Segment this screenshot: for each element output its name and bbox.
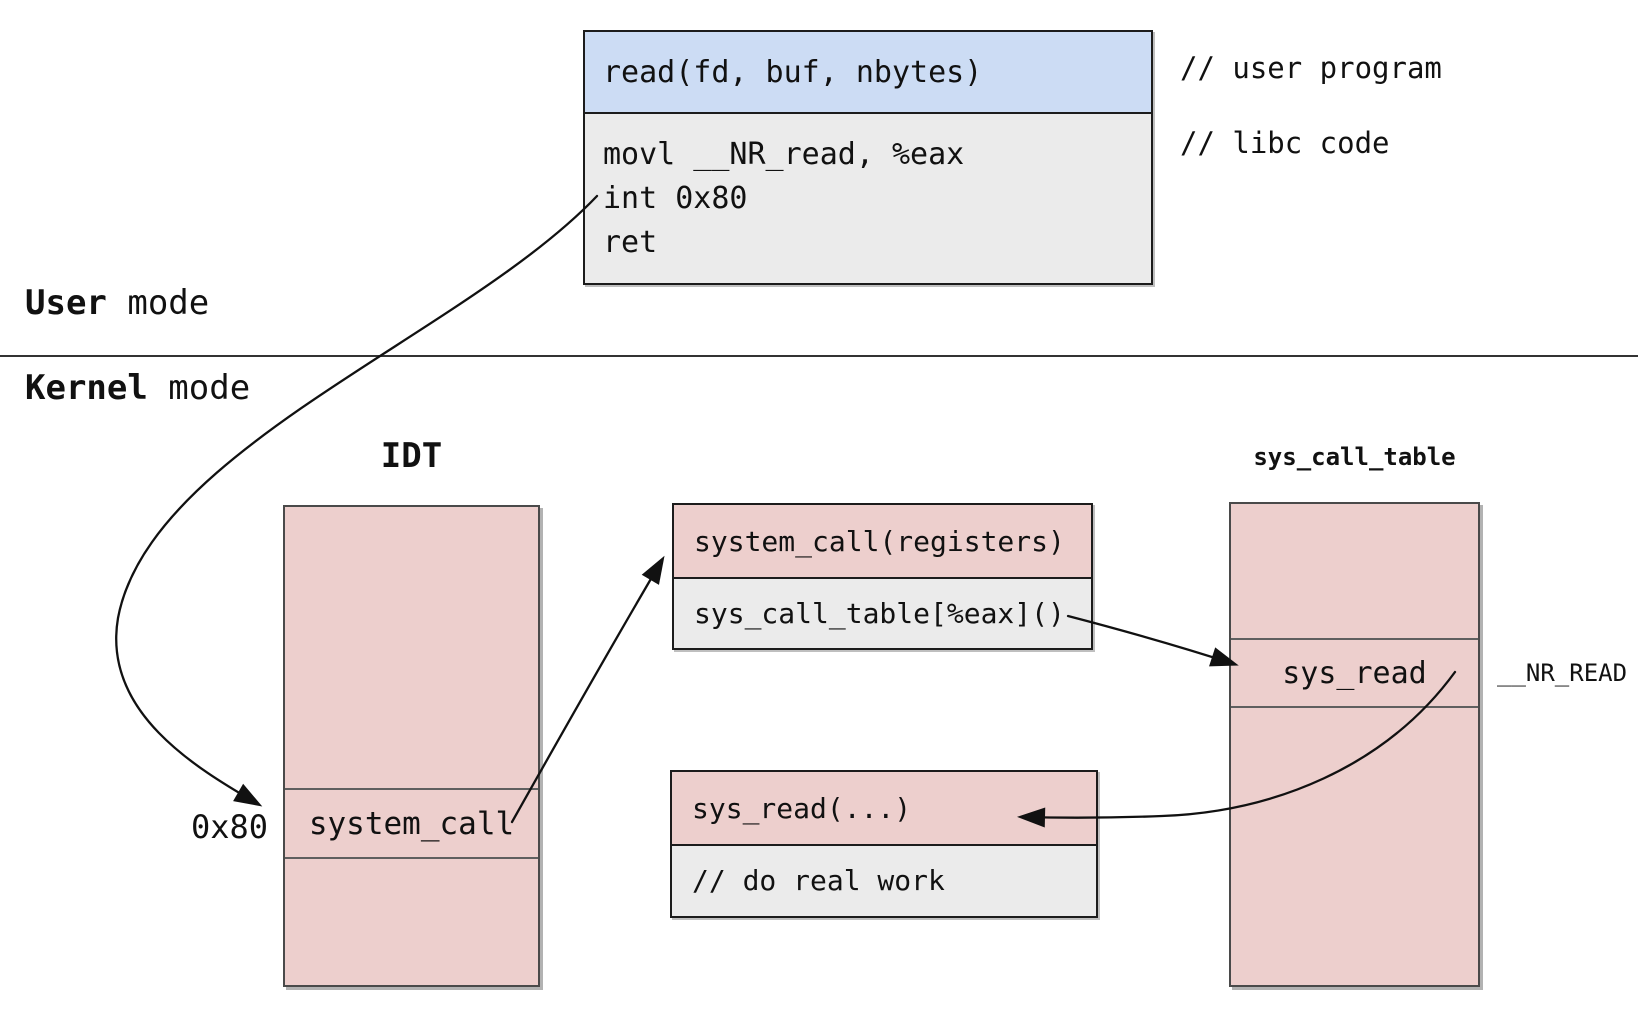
libc-code-block: movl __NR_read, %eax int 0x80 ret: [585, 114, 1151, 265]
user-mode-label: User mode: [25, 283, 209, 323]
user-code-box: read(fd, buf, nbytes) movl __NR_read, %e…: [583, 30, 1153, 285]
sys-read-handler-box: sys_read(...) // do real work: [670, 770, 1098, 918]
libc-code-line: ret: [603, 225, 658, 260]
kernel-mode-bold: Kernel: [25, 368, 148, 408]
sys-read-body-comment: // do real work: [692, 864, 945, 897]
user-mode-bold: User: [25, 283, 107, 323]
system-call-signature: system_call(registers): [674, 505, 1091, 579]
libc-code-line: movl __NR_read, %eax: [603, 137, 965, 172]
sys-call-table-title: sys_call_table: [1253, 443, 1456, 471]
sys-call-table-lookup: sys_call_table[%eax](): [694, 596, 1065, 630]
kernel-mode-label: Kernel mode: [25, 368, 250, 408]
sys-read-entry: sys_read: [1231, 638, 1478, 708]
sys-read-signature: sys_read(...): [672, 772, 1096, 846]
system-call-handler-box: system_call(registers) sys_call_table[%e…: [672, 503, 1093, 650]
user-program-call: read(fd, buf, nbytes): [585, 32, 1151, 114]
syscall-number-label: __NR_READ: [1497, 659, 1628, 687]
idt-system-call-entry: system_call: [285, 788, 538, 859]
sys-call-table: sys_read: [1229, 502, 1480, 987]
idt-title: IDT: [380, 436, 443, 476]
idt-table: system_call: [283, 505, 540, 987]
mode-divider-line: [0, 355, 1638, 357]
interrupt-vector-label: 0x80: [190, 808, 268, 846]
libc-code-comment: // libc code: [1180, 126, 1390, 160]
user-program-comment: // user program: [1180, 51, 1442, 85]
kernel-mode-rest: mode: [147, 368, 251, 408]
user-mode-rest: mode: [106, 283, 210, 323]
libc-code-line: int 0x80: [603, 181, 748, 216]
